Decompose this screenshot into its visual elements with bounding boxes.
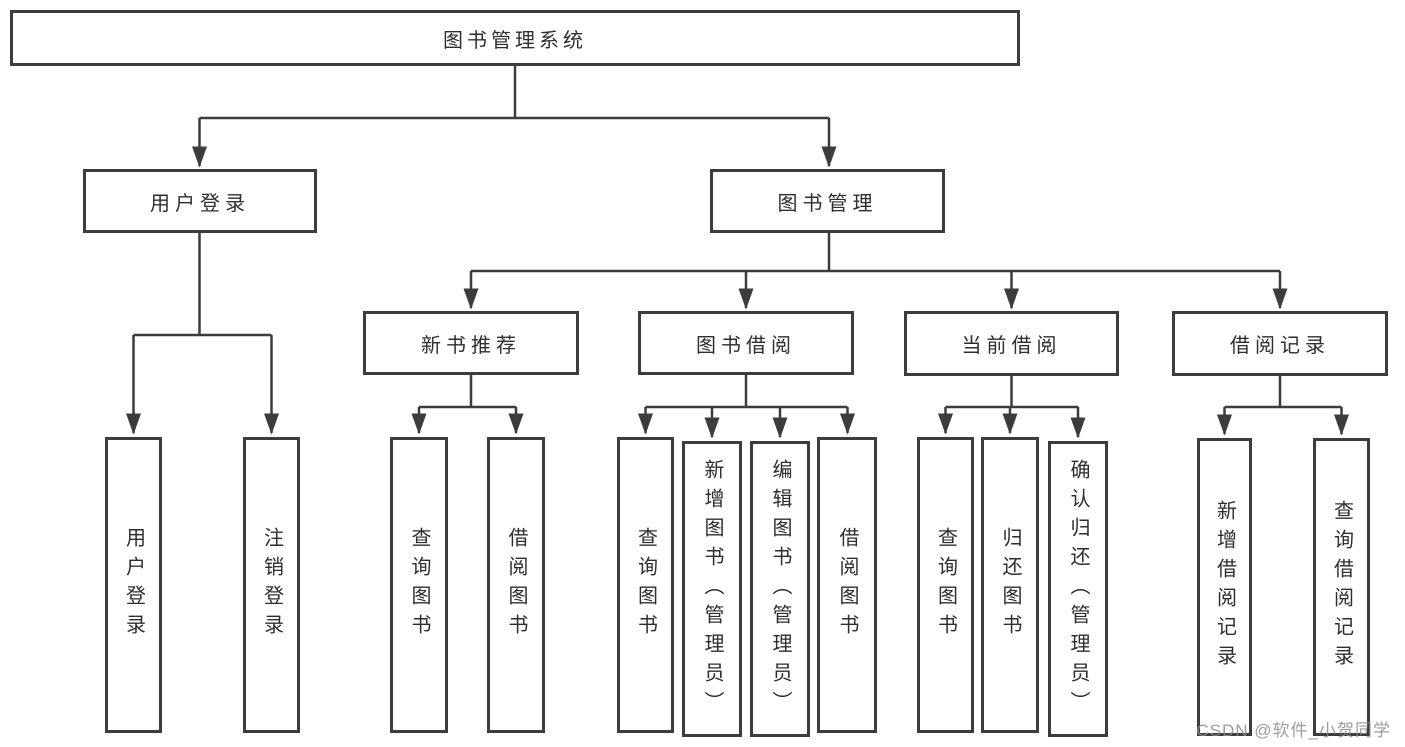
connector-user-login-to-leaves bbox=[126, 230, 279, 435]
leaf-add-book-admin-label: 新增图书（管理员） bbox=[701, 458, 723, 720]
leaf-logout-label: 注销登录 bbox=[260, 527, 283, 643]
leaf-confirm-return-admin-label: 确认归还（管理员） bbox=[1067, 458, 1089, 720]
branch-line bbox=[419, 372, 516, 409]
leaf-query-borrow-record: 查询借阅记录 bbox=[1313, 438, 1370, 736]
leaf-query-books-current: 查询图书 bbox=[917, 437, 974, 733]
node-book-borrow: 图书借阅 bbox=[638, 311, 854, 375]
leaf-query-books-current-label: 查询图书 bbox=[934, 527, 957, 643]
leaf-confirm-return-admin: 确认归还（管理员） bbox=[1048, 441, 1108, 737]
connector-current-borrow-to-leaves bbox=[938, 373, 1086, 439]
node-root-label: 图书管理系统 bbox=[443, 29, 587, 52]
connector-book-borrow-to-leaves bbox=[638, 372, 855, 439]
node-borrow-records: 借阅记录 bbox=[1172, 311, 1388, 376]
leaf-add-borrow-record-label: 新增借阅记录 bbox=[1213, 500, 1236, 674]
connector-root-to-level2 bbox=[192, 63, 837, 168]
branch-line bbox=[1224, 373, 1342, 409]
node-book-management-label: 图书管理 bbox=[777, 192, 878, 215]
connector-borrow-records-to-leaves bbox=[1217, 373, 1349, 436]
leaf-borrow-books-recommend-label: 借阅图书 bbox=[505, 527, 527, 643]
leaf-borrow-books-borrow-label: 借阅图书 bbox=[836, 527, 858, 643]
leaf-user-login: 用户登录 bbox=[105, 437, 162, 733]
leaf-borrow-books-borrow: 借阅图书 bbox=[817, 437, 877, 733]
branch-line bbox=[199, 63, 829, 120]
leaf-add-book-admin: 新增图书（管理员） bbox=[682, 441, 742, 737]
leaf-add-borrow-record: 新增借阅记录 bbox=[1197, 438, 1252, 736]
branch-line bbox=[133, 230, 272, 337]
leaf-query-books-borrow-label: 查询图书 bbox=[634, 527, 657, 643]
node-user-login: 用户登录 bbox=[83, 169, 317, 233]
leaf-query-books-borrow: 查询图书 bbox=[617, 437, 674, 733]
leaf-query-books-recommend: 查询图书 bbox=[390, 437, 448, 733]
connector-new-book-recommend-to-leaves bbox=[411, 372, 524, 435]
leaf-edit-book-admin-label: 编辑图书（管理员） bbox=[769, 458, 791, 720]
node-current-borrow: 当前借阅 bbox=[904, 311, 1119, 376]
branch-line bbox=[471, 230, 1280, 273]
branch-line bbox=[945, 373, 1078, 409]
node-user-login-label: 用户登录 bbox=[150, 192, 250, 215]
node-new-book-recommend: 新书推荐 bbox=[363, 311, 579, 375]
connector-book-management-to-level3 bbox=[463, 230, 1288, 310]
leaf-logout: 注销登录 bbox=[243, 437, 300, 733]
node-root: 图书管理系统 bbox=[10, 10, 1020, 66]
branch-line bbox=[645, 372, 848, 409]
watermark: CSDN @软件_小贺同学 bbox=[1196, 721, 1391, 740]
leaf-borrow-books-recommend: 借阅图书 bbox=[487, 437, 545, 733]
leaf-edit-book-admin: 编辑图书（管理员） bbox=[750, 441, 810, 737]
node-book-management: 图书管理 bbox=[710, 169, 945, 233]
node-current-borrow-label: 当前借阅 bbox=[961, 335, 1062, 357]
node-new-book-recommend-label: 新书推荐 bbox=[421, 334, 521, 357]
leaf-query-borrow-record-label: 查询借阅记录 bbox=[1330, 500, 1353, 674]
leaf-user-login-label: 用户登录 bbox=[122, 527, 145, 643]
leaf-return-book: 归还图书 bbox=[981, 437, 1039, 733]
node-book-borrow-label: 图书借阅 bbox=[696, 334, 796, 357]
leaf-query-books-recommend-label: 查询图书 bbox=[408, 527, 430, 643]
leaf-return-book-label: 归还图书 bbox=[999, 527, 1021, 643]
node-borrow-records-label: 借阅记录 bbox=[1230, 335, 1330, 357]
